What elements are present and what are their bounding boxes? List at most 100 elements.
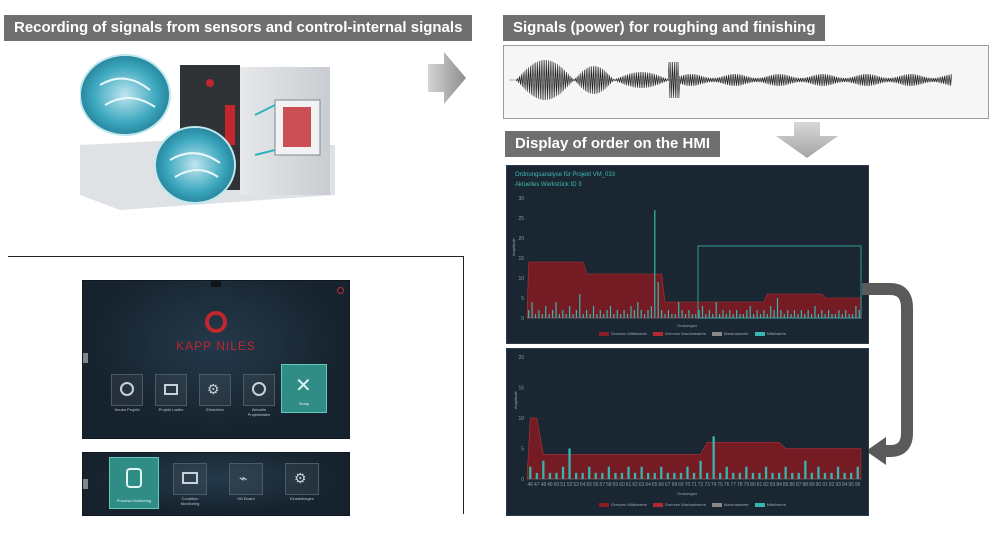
bar	[817, 466, 820, 479]
y-axis-label: Amplitude	[511, 238, 516, 256]
menu-condition-monitoring[interactable]: Condition Monitoring	[173, 463, 207, 506]
bar	[623, 310, 625, 318]
bar	[856, 466, 859, 479]
bar	[729, 310, 731, 318]
menu-hb-board[interactable]: ⌁ HB Board	[229, 463, 263, 501]
bar	[745, 466, 748, 479]
bar	[691, 314, 693, 318]
bar	[660, 466, 663, 479]
x-axis-label: Ordnungen	[677, 323, 698, 328]
bar	[589, 314, 591, 318]
bar	[548, 314, 550, 318]
bar	[692, 472, 696, 479]
legend-item: Grenzen Maximalwerte	[652, 502, 706, 507]
bar	[588, 466, 591, 479]
bar	[712, 436, 715, 479]
signal-waveform-panel	[503, 45, 989, 119]
bar	[771, 472, 774, 479]
bar	[738, 472, 741, 479]
bar	[708, 310, 710, 318]
bar	[561, 466, 565, 479]
x-tick-label: 80	[750, 482, 756, 488]
side-handle[interactable]	[83, 479, 88, 489]
bar	[671, 314, 673, 318]
tile-load-project[interactable]: Projekt Laden	[155, 374, 187, 412]
bar	[793, 310, 796, 318]
x-tick-label: 51	[560, 482, 566, 488]
bar	[637, 302, 639, 318]
kapp-hmi-menu-bar: Prozess Monitoring Condition Monitoring …	[82, 452, 350, 516]
y-axis-label: Amplitude	[513, 391, 518, 409]
bar	[804, 460, 807, 479]
bar	[858, 310, 860, 318]
tile-new-project[interactable]: Neues Projekt	[111, 374, 143, 412]
bar	[630, 306, 632, 318]
legend-item: Maximalwerte	[711, 331, 749, 336]
bar	[749, 306, 751, 318]
bar	[830, 472, 833, 479]
bar	[790, 314, 792, 318]
signals-title: Signals (power) for roughing and finishi…	[503, 15, 826, 41]
bar	[569, 306, 571, 318]
x-tick-label: 94	[842, 482, 848, 488]
x-tick-label: 79	[744, 482, 750, 488]
settings-icon: ⚙	[294, 470, 307, 486]
brand-name: KAPP NILES	[176, 339, 256, 353]
legend-item: Grenzen Mittelwerte	[599, 502, 647, 507]
menu-process-monitoring[interactable]: Prozess Monitoring	[109, 457, 159, 509]
y-tick-label: 15	[518, 256, 524, 262]
x-tick-label: 82	[763, 482, 769, 488]
bar	[783, 314, 785, 318]
top-handle[interactable]	[211, 281, 221, 287]
bar	[614, 472, 617, 479]
bar	[664, 314, 666, 318]
tile-setup-active[interactable]: ✕ Setup	[281, 364, 327, 413]
tile-label: Neues Projekt	[114, 407, 140, 412]
bar	[620, 472, 624, 479]
hmi-order-analysis-panel: Ordnungsanalyse für Projekt VM_033 Aktue…	[506, 165, 869, 344]
divider-line	[8, 256, 464, 257]
bar	[722, 310, 724, 318]
menu-settings[interactable]: ⚙ Einstellungen	[285, 463, 319, 501]
legend-item: Grenzen Mittelwerte	[599, 331, 647, 336]
bar	[791, 472, 794, 479]
x-tick-label: 89	[809, 482, 815, 488]
bar	[753, 314, 755, 318]
waveform-trace	[515, 59, 952, 101]
x-tick-label: 52	[567, 482, 573, 488]
chart-legend-top: Grenzen Mittelwerte Grenzen Maximalwerte…	[599, 331, 786, 336]
bar	[616, 310, 618, 318]
divider-line	[463, 256, 464, 514]
bar	[715, 302, 717, 318]
chart-legend-bottom: Grenzen Mittelwerte Grenzen Maximalwerte…	[599, 502, 786, 507]
bar	[759, 314, 762, 318]
bar	[823, 472, 827, 479]
bar	[758, 472, 761, 479]
side-handle[interactable]	[83, 353, 88, 363]
bar	[620, 314, 622, 318]
limit-band-area	[526, 261, 862, 319]
bar	[732, 314, 734, 318]
x-tick-label: 61	[626, 482, 632, 488]
y-tick-label: 20	[518, 236, 524, 242]
bar	[719, 472, 722, 479]
bar	[766, 314, 768, 318]
bar	[647, 310, 649, 318]
bar	[797, 314, 799, 318]
x-tick-label: 73	[704, 482, 710, 488]
x-tick-label: 96	[855, 482, 861, 488]
bar	[742, 314, 744, 318]
bar	[776, 298, 779, 318]
x-tick-label: 78	[737, 482, 743, 488]
x-tick-label: 57	[600, 482, 606, 488]
tile-current-project[interactable]: Aktuelle Projektdaten	[243, 374, 275, 417]
tile-setup-machine[interactable]: ⚙ Einrichten	[199, 374, 231, 412]
y-tick-label: 5	[521, 447, 524, 453]
legend-item: Grenzen Maximalwerte	[652, 331, 706, 336]
bar	[609, 306, 612, 318]
bar	[545, 306, 547, 318]
bar	[763, 310, 765, 318]
bar	[705, 314, 707, 318]
bar	[843, 472, 846, 479]
x-tick-label: 69	[678, 482, 684, 488]
